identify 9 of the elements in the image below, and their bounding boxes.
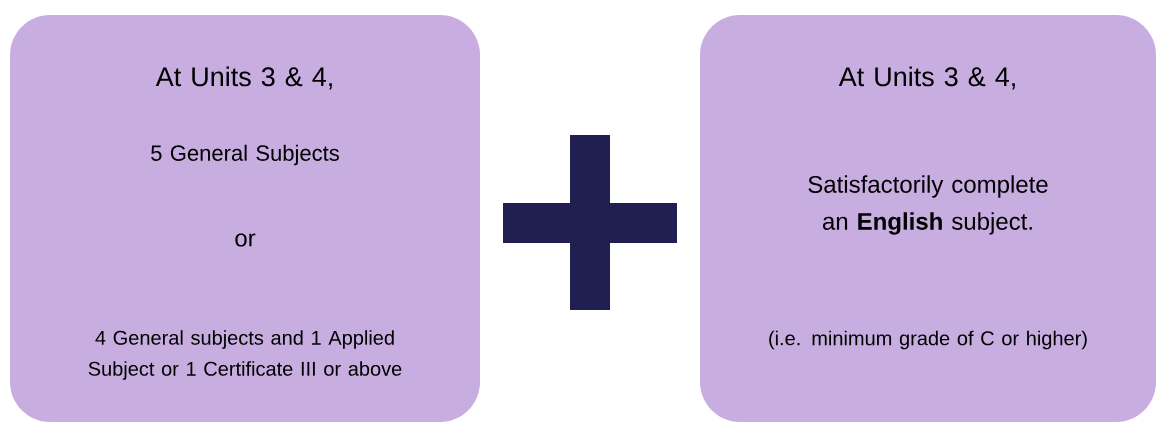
body-text: or [235, 233, 256, 247]
note-text: 4 General subjects and 1 Applied Subject or 1 Certificate III or above [88, 330, 402, 380]
content-box [10, 15, 480, 422]
body-text: Satisfactorily complete an English subject. [808, 175, 1048, 235]
note-text: (i.e. minimum grade of C or higher) [769, 330, 1087, 350]
body-text: 5 General Subjects [151, 144, 339, 166]
content-box [700, 15, 1156, 422]
heading-text: At Units 3 & 4, [838, 66, 1015, 90]
heading-text: At Units 3 & 4, [155, 66, 332, 90]
